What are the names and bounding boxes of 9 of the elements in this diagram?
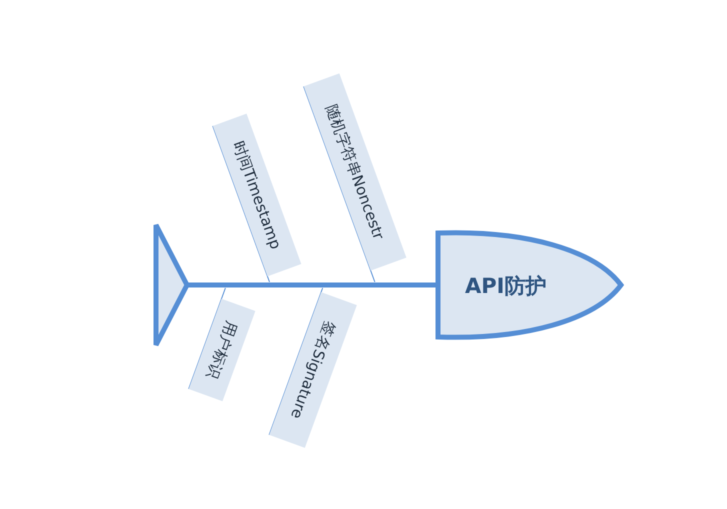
- head-label: API防护: [465, 273, 546, 300]
- fish-head: [435, 230, 625, 340]
- bone-line: [212, 125, 270, 282]
- tail-triangle: [153, 222, 190, 348]
- bone-line: [303, 86, 376, 282]
- bone-line: [188, 288, 226, 390]
- spine-line: [188, 282, 436, 288]
- cause-label: 用户标识: [188, 298, 256, 402]
- bone-line: [268, 288, 324, 436]
